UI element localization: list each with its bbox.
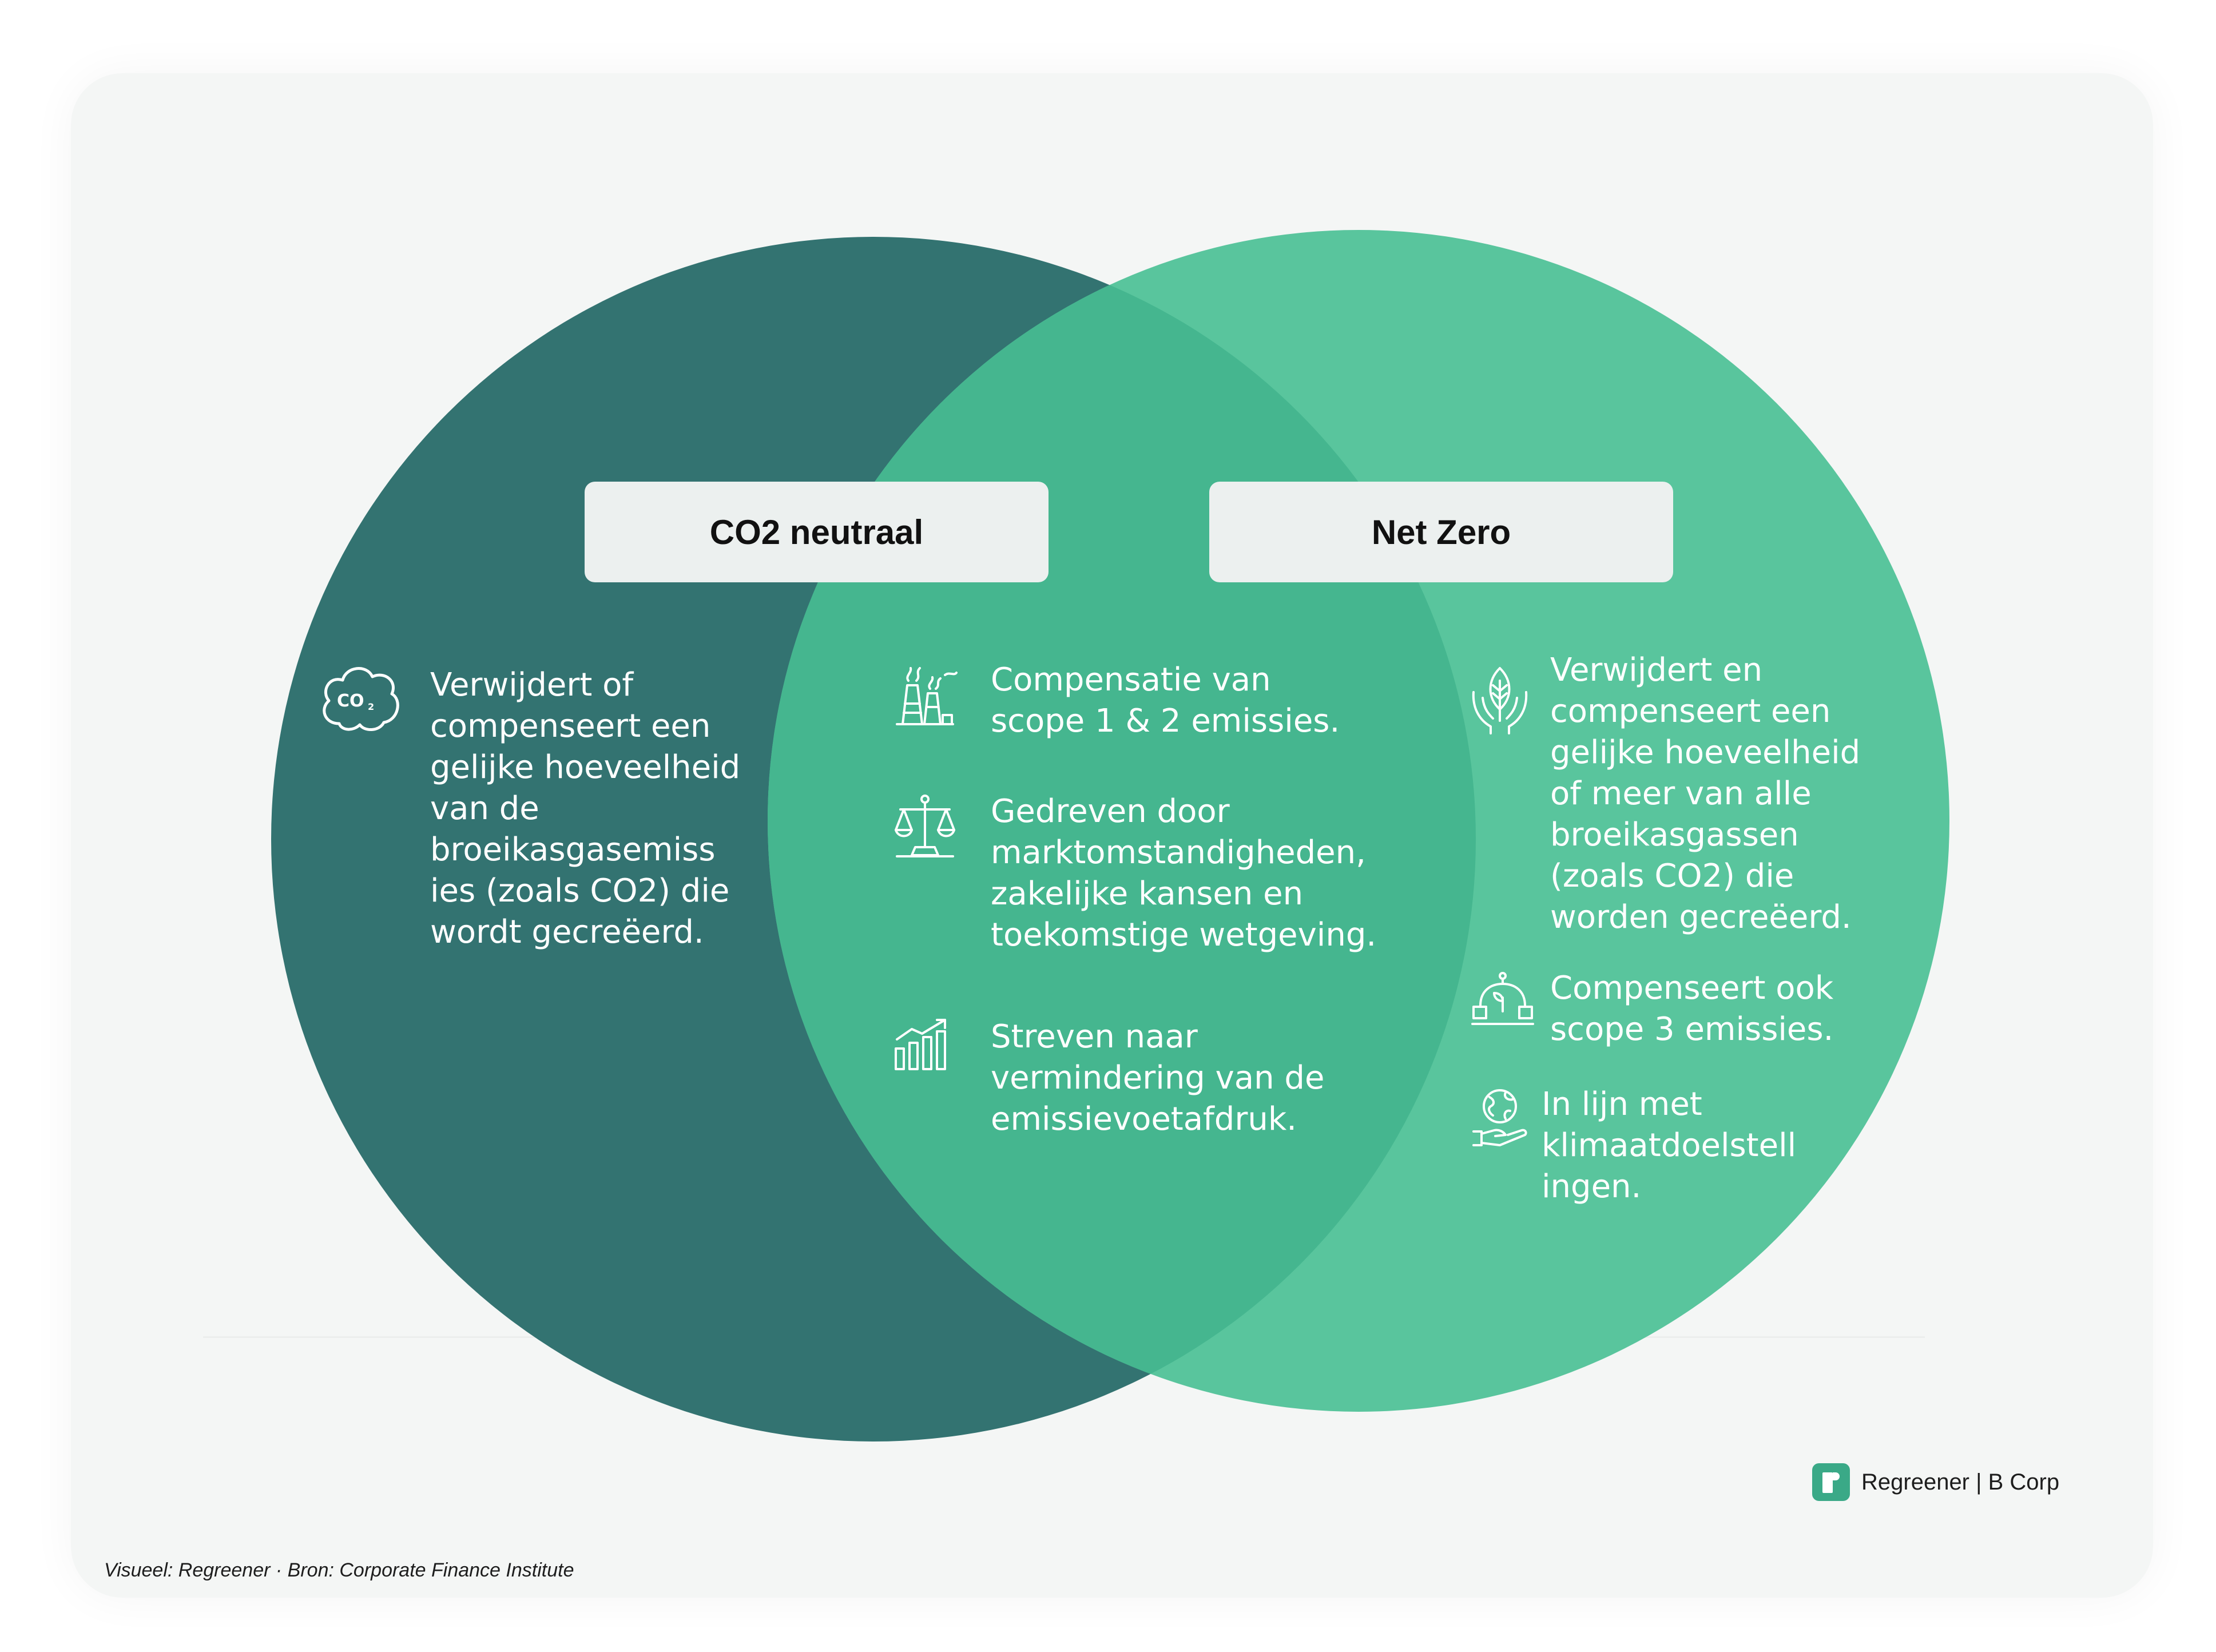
growth-chart-icon <box>892 1015 955 1073</box>
overlap-item-3-text: Streven naar vermindering van de emissie… <box>991 1018 1325 1138</box>
brand-logo: Regreener | B Corp <box>1812 1463 2059 1501</box>
hand-globe-icon <box>1470 1087 1530 1150</box>
overlap-item-1-text: Compensatie van scope 1 & 2 emissies. <box>991 661 1340 740</box>
scope3-supply-icon <box>1470 971 1536 1028</box>
left-item-text: Verwijdert of compenseert een gelijke ho… <box>430 666 741 951</box>
hands-leaf-icon <box>1470 664 1530 735</box>
right-item-1-text: Verwijdert en compenseert een gelijke ho… <box>1550 652 1861 936</box>
right-item-3-text: In lijn met klimaatdoelstell ingen. <box>1542 1086 1797 1205</box>
factory-icon <box>892 664 958 729</box>
overlap-item-2-text: Gedreven door marktomstandigheden, zakel… <box>991 793 1377 954</box>
scales-icon <box>892 792 958 861</box>
svg-text:2: 2 <box>368 701 374 712</box>
svg-text:CO: CO <box>337 691 364 711</box>
regreener-logo-icon <box>1812 1463 1850 1501</box>
label-net-zero: Net Zero <box>1209 482 1673 582</box>
label-co2-neutraal: CO2 neutraal <box>585 482 1049 582</box>
overlap-region <box>768 237 1476 1412</box>
co2-cloud-icon: CO 2 <box>316 661 402 735</box>
brand-text: Regreener | B Corp <box>1861 1469 2060 1495</box>
right-item-2-text: Compenseert ook scope 3 emissies. <box>1550 970 1834 1048</box>
source-caption: Visueel: Regreener · Bron: Corporate Fin… <box>104 1559 574 1581</box>
label-co2-neutraal-text: CO2 neutraal <box>709 513 924 551</box>
label-net-zero-text: Net Zero <box>1371 513 1511 551</box>
